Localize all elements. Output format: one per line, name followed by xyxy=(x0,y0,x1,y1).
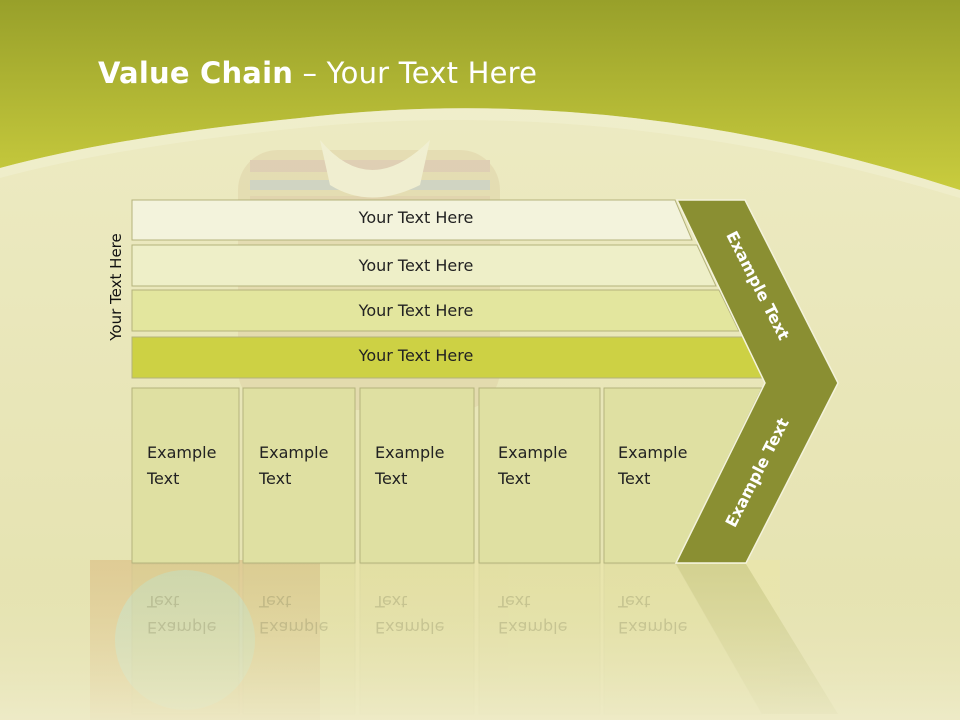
title-rest: – Your Text Here xyxy=(293,56,538,90)
column-box-4 xyxy=(478,387,601,564)
page-title: Value Chain – Your Text Here xyxy=(98,56,537,90)
row-label-1: Your Text Here xyxy=(358,208,474,227)
title-bold: Value Chain xyxy=(98,56,294,90)
column-box-1 xyxy=(131,387,240,564)
header-swoosh xyxy=(0,108,960,198)
reflection-fade xyxy=(0,560,960,720)
chevron-arrow xyxy=(674,199,839,564)
column-box-3 xyxy=(359,387,475,564)
header-band xyxy=(0,0,960,190)
row-label-2: Your Text Here xyxy=(358,256,474,275)
row-bar-1 xyxy=(131,199,693,241)
row-bar-3 xyxy=(131,289,740,332)
row-label-4: Your Text Here xyxy=(358,346,474,365)
row-label-3: Your Text Here xyxy=(358,301,474,320)
side-label: Your Text Here xyxy=(107,233,125,341)
column-box-2 xyxy=(242,387,356,564)
row-bar-2 xyxy=(131,244,717,287)
